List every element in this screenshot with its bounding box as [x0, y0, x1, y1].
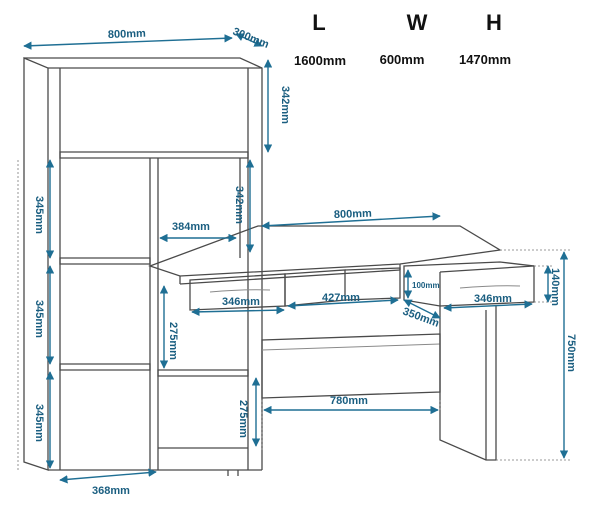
dim-drawer-right-width: 346mm — [474, 293, 512, 305]
summary-label-width: W — [407, 10, 428, 35]
dim-base-width: 368mm — [92, 485, 130, 497]
summary-label-length: L — [312, 10, 325, 35]
guide-lines — [17, 160, 570, 470]
dim-inner-middle-height: 275mm — [167, 322, 179, 360]
summary-value-width: 600mm — [380, 52, 425, 67]
dim-left-col-shelf-3: 345mm — [33, 404, 45, 442]
dim-drawer-height-small: 100mm — [412, 281, 440, 290]
dim-top-width: 800mm — [108, 28, 147, 41]
dim-desk-top-width: 800mm — [334, 208, 373, 221]
dim-left-col-shelf-1: 345mm — [33, 196, 45, 234]
summary-value-length: 1600mm — [294, 53, 346, 68]
dim-top-shelf-height: 342mm — [279, 86, 291, 124]
dim-top-depth: 300mm — [231, 26, 271, 51]
dim-inner-lower-height: 275mm — [237, 400, 249, 438]
dim-drawer-gap: 427mm — [322, 292, 360, 304]
dim-upper-middle-height: 342mm — [233, 186, 245, 224]
dim-drawer-height: 140mm — [549, 268, 561, 306]
dim-desk-height: 750mm — [565, 334, 577, 372]
desk-drawing — [148, 225, 535, 461]
dim-inner-shelf-width: 384mm — [172, 221, 210, 233]
bookshelf-drawing — [23, 57, 263, 476]
summary-value-height: 1470mm — [459, 52, 511, 67]
dim-desk-leg-span: 780mm — [330, 395, 368, 407]
dim-left-col-shelf-2: 345mm — [33, 300, 45, 338]
dimension-labels: 800mm 300mm 342mm 342mm 384mm 800mm 345m… — [33, 26, 577, 497]
dimension-lines — [23, 33, 569, 484]
summary-label-height: H — [486, 10, 502, 35]
dim-drawer-left-width: 346mm — [222, 296, 260, 308]
summary-table: L W H 1600mm 600mm 1470mm — [294, 10, 511, 68]
